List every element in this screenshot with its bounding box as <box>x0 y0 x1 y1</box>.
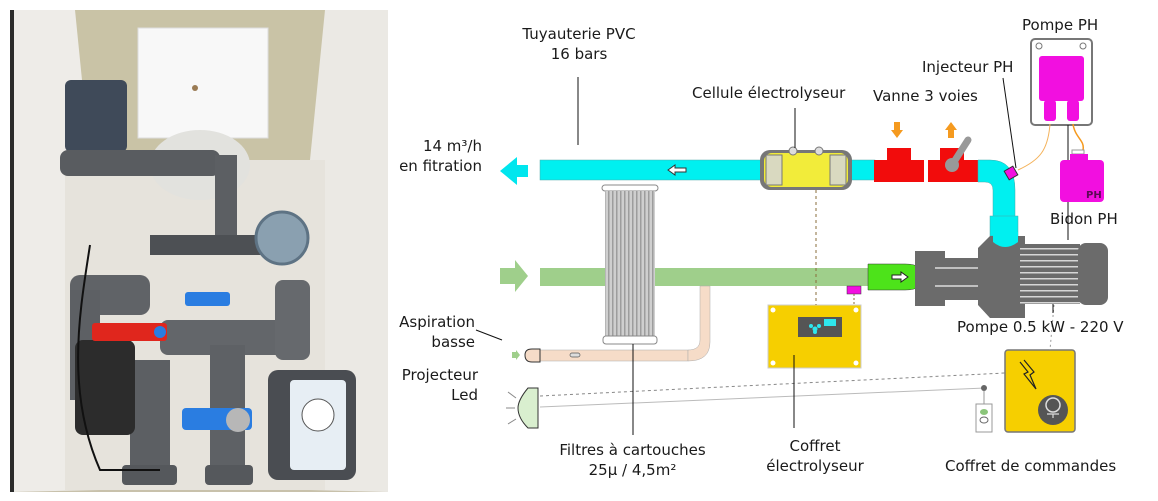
label-projector-line1: Projecteur <box>401 366 478 384</box>
suction-flow-arrow-icon <box>569 352 581 358</box>
flow-left-arrow-icon <box>667 164 687 176</box>
ph-tube-injector <box>1017 123 1051 171</box>
label-pvc-line1: Tuyauterie PVC <box>522 25 636 43</box>
timer-dial <box>301 398 335 432</box>
salt-cell <box>254 210 310 266</box>
lid-hole <box>192 85 198 91</box>
suction-small-arrow-icon <box>512 350 520 360</box>
label-projector-line2: Led <box>451 386 478 404</box>
arrow-down-icon <box>891 122 903 138</box>
light-ray-icon <box>507 418 517 425</box>
pipe-top <box>60 150 220 176</box>
label-valve: Vanne 3 voies <box>873 87 978 105</box>
equipment-photo <box>10 10 388 492</box>
label-pump: Pompe 0.5 kW - 220 V <box>957 318 1124 336</box>
label-filters-line1: Filtres à cartouches <box>559 441 706 459</box>
pipe-bottom-horizontal <box>160 320 310 355</box>
label-filters-line2: 25µ / 4,5m² <box>588 461 677 479</box>
suction-arrow-icon <box>500 260 528 292</box>
label-aspiration-line1: Aspiration <box>399 313 475 331</box>
arrow-up-icon <box>945 122 957 138</box>
suction-pipe <box>540 268 870 286</box>
filter-lid <box>137 27 269 139</box>
red-valve-handle <box>92 323 167 341</box>
label-pvc-line2: 16 bars <box>550 45 608 63</box>
ph-tank <box>1060 149 1104 202</box>
pipe-right-vertical <box>275 280 310 360</box>
three-way-valve <box>874 136 978 182</box>
return-arrow-icon <box>500 157 528 185</box>
red-valve-cap <box>154 326 166 338</box>
label-electrolyser-box: Coffret électrolyseur <box>755 436 875 476</box>
power-cable <box>77 244 160 471</box>
low-suction-elbow <box>687 285 711 362</box>
suction-nozzle <box>524 348 541 363</box>
label-electrolyser-line2: électrolyseur <box>766 457 864 475</box>
label-flow-rate: 14 m³/h en fitration <box>382 136 482 176</box>
electrolyser-box <box>767 304 862 369</box>
electrolysis-cell <box>760 146 852 190</box>
main-pump <box>915 236 1108 318</box>
label-flow-line1: 14 m³/h <box>422 137 482 155</box>
pump-outlet <box>993 232 1018 247</box>
low-suction-pipe <box>539 349 689 362</box>
label-pvc-pipe: Tuyauterie PVC 16 bars <box>512 24 646 64</box>
label-aspiration: Aspiration basse <box>380 312 475 352</box>
leader-aspiration <box>475 329 503 341</box>
label-projector: Projecteur Led <box>380 365 478 405</box>
led-cable <box>539 372 1006 397</box>
ph-injector <box>1003 165 1019 181</box>
label-flow-line2: en fitration <box>399 157 482 175</box>
led-projector <box>517 387 539 429</box>
pipe-left-outlet <box>130 360 170 485</box>
ph-pump <box>1030 38 1093 126</box>
cartridge-filter <box>601 184 659 345</box>
photo-frame-edge <box>10 10 14 492</box>
remote-pivot <box>981 385 987 391</box>
led-remote <box>975 403 993 433</box>
pump-motor <box>75 340 135 435</box>
label-ph-pump: Pompe PH <box>1022 16 1099 34</box>
blue-valve-handle-middle <box>185 292 230 306</box>
leader-injector <box>1002 77 1017 169</box>
command-box <box>1004 349 1076 433</box>
label-cell: Cellule électrolyseur <box>692 84 846 102</box>
led-remote-cable <box>539 387 986 408</box>
label-aspiration-line2: basse <box>431 333 475 351</box>
label-command-box: Coffret de commandes <box>945 457 1117 475</box>
label-electrolyser-line1: Coffret <box>789 437 841 455</box>
label-injector: Injecteur PH <box>922 58 1014 76</box>
pipe-vertical <box>215 155 237 245</box>
ph-tank-tag: PH <box>1086 190 1102 201</box>
ph-probe <box>846 285 862 295</box>
electrolyser-unit <box>65 80 127 152</box>
label-filters: Filtres à cartouches 25µ / 4,5m² <box>545 440 720 480</box>
flow-right-arrow-icon <box>891 271 909 283</box>
label-ph-tank: Bidon PH <box>1050 210 1118 228</box>
union-right <box>205 465 253 485</box>
blue-valve-cap <box>226 408 250 432</box>
light-ray-icon <box>507 391 517 399</box>
